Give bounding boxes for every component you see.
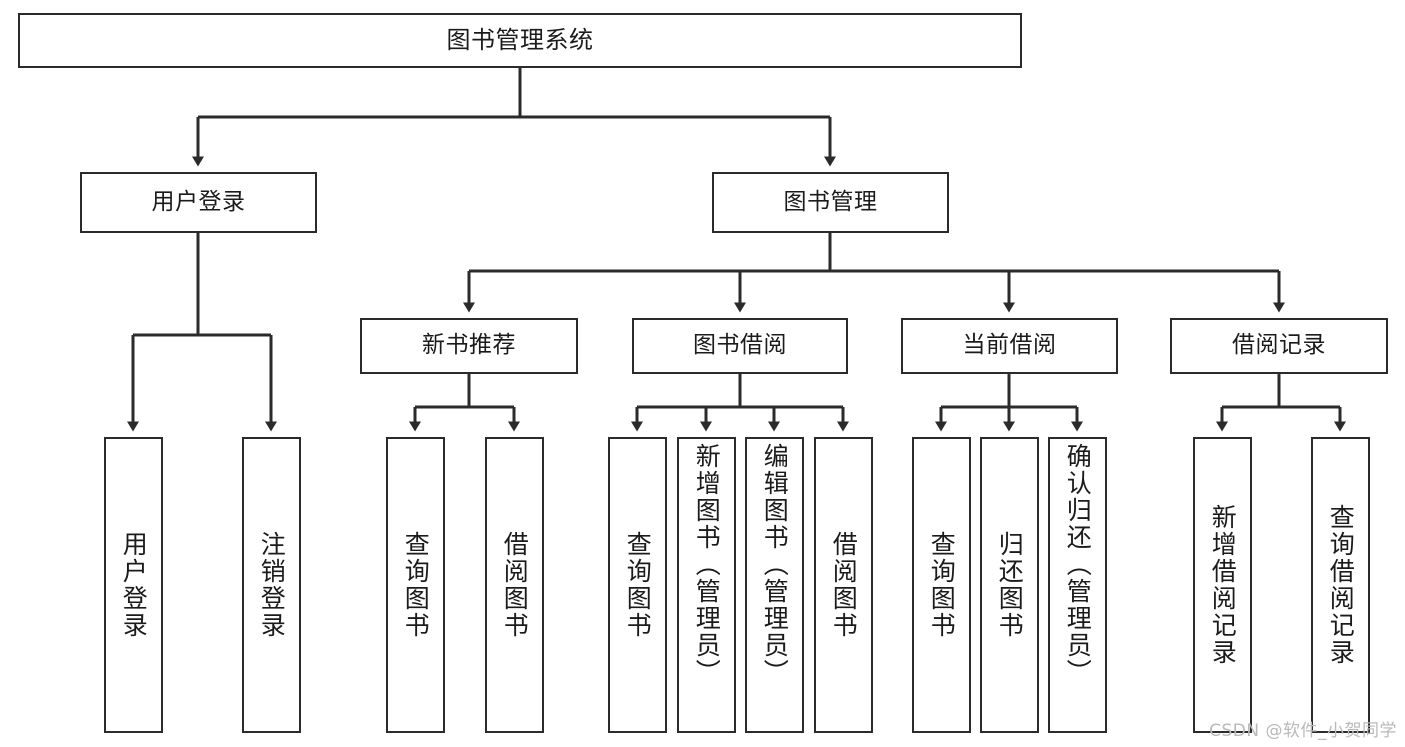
node-leaf-user-login[interactable]: 用户登录 bbox=[104, 437, 163, 733]
node-leaf-edit-book-label: 编辑图书（管理员） bbox=[760, 443, 790, 686]
node-leaf-confirm-return-label: 确认归还（管理员） bbox=[1063, 443, 1093, 686]
node-leaf-query-book-1-label: 查询图书 bbox=[401, 531, 431, 639]
node-leaf-query-book-1[interactable]: 查询图书 bbox=[386, 437, 445, 733]
node-leaf-query-book-3-label: 查询图书 bbox=[927, 531, 957, 639]
node-leaf-borrow-book-2[interactable]: 借阅图书 bbox=[814, 437, 873, 733]
node-borrow-record-label: 借阅记录 bbox=[1232, 332, 1326, 359]
node-current-borrow[interactable]: 当前借阅 bbox=[901, 318, 1118, 374]
node-current-borrow-label: 当前借阅 bbox=[962, 332, 1057, 359]
node-leaf-query-record-label: 查询借阅记录 bbox=[1326, 504, 1356, 666]
watermark-text: CSDN @软件_小贺同学 bbox=[1209, 721, 1397, 741]
node-leaf-confirm-return[interactable]: 确认归还（管理员） bbox=[1048, 437, 1107, 733]
node-new-book-recommend-label: 新书推荐 bbox=[422, 332, 516, 359]
node-leaf-return-book[interactable]: 归还图书 bbox=[980, 437, 1039, 733]
node-book-manage-label: 图书管理 bbox=[783, 188, 878, 215]
node-book-borrow[interactable]: 图书借阅 bbox=[632, 318, 848, 374]
node-leaf-edit-book[interactable]: 编辑图书（管理员） bbox=[745, 437, 804, 733]
node-new-book-recommend[interactable]: 新书推荐 bbox=[360, 318, 578, 374]
node-user-login-label: 用户登录 bbox=[151, 188, 246, 215]
node-leaf-add-book[interactable]: 新增图书（管理员） bbox=[677, 437, 736, 733]
node-leaf-query-book-2[interactable]: 查询图书 bbox=[608, 437, 667, 733]
node-leaf-borrow-book-2-label: 借阅图书 bbox=[829, 531, 859, 639]
node-leaf-borrow-book-1-label: 借阅图书 bbox=[500, 531, 530, 639]
node-user-login[interactable]: 用户登录 bbox=[80, 172, 317, 233]
node-book-borrow-label: 图书借阅 bbox=[693, 332, 787, 359]
node-root[interactable]: 图书管理系统 bbox=[18, 13, 1022, 68]
node-leaf-query-record[interactable]: 查询借阅记录 bbox=[1311, 437, 1370, 733]
node-leaf-add-record-label: 新增借阅记录 bbox=[1208, 504, 1238, 666]
node-leaf-user-login-label: 用户登录 bbox=[119, 531, 149, 639]
node-leaf-borrow-book-1[interactable]: 借阅图书 bbox=[485, 437, 544, 733]
node-leaf-query-book-3[interactable]: 查询图书 bbox=[912, 437, 971, 733]
node-leaf-add-record[interactable]: 新增借阅记录 bbox=[1193, 437, 1252, 733]
node-root-label: 图书管理系统 bbox=[446, 26, 594, 55]
node-leaf-logout-label: 注销登录 bbox=[257, 531, 287, 639]
node-leaf-query-book-2-label: 查询图书 bbox=[623, 531, 653, 639]
node-book-manage[interactable]: 图书管理 bbox=[712, 172, 949, 233]
node-leaf-logout[interactable]: 注销登录 bbox=[242, 437, 301, 733]
node-leaf-add-book-label: 新增图书（管理员） bbox=[692, 443, 722, 686]
node-leaf-return-book-label: 归还图书 bbox=[995, 531, 1025, 639]
node-borrow-record[interactable]: 借阅记录 bbox=[1170, 318, 1388, 374]
